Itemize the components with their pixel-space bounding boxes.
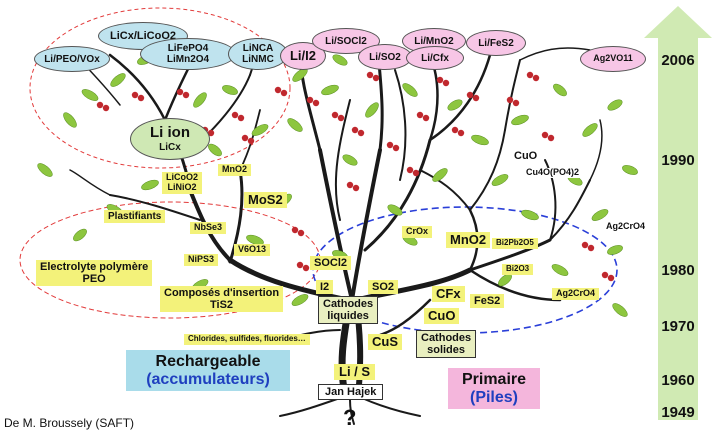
liion-title: Li ion — [150, 124, 190, 142]
label-plastifiants: Plastifiants — [104, 210, 166, 223]
timeline-arrow — [644, 6, 712, 420]
liion-oval: Li ion LiCx — [130, 118, 210, 160]
label-v6o13: V6O13 — [234, 244, 271, 256]
liion-subtitle: LiCx — [159, 141, 181, 153]
tree-cherries — [96, 71, 615, 282]
licoo2-text: LiCoO2 — [166, 172, 199, 182]
label-question-mark: ? — [343, 405, 357, 430]
label-cathodes-liquides: Cathodes liquides — [318, 296, 379, 325]
liion-ellipse — [29, 7, 291, 169]
label-chlorides: Chlorides, sulfides, fluorides… — [184, 334, 310, 345]
label-li-s: Li / S — [334, 364, 376, 381]
year-1980: 1980 — [661, 262, 695, 279]
year-1949: 1949 — [661, 404, 695, 421]
legend-primaire-line1: Primaire — [461, 371, 527, 388]
label-socl2: SOCl2 — [310, 256, 352, 271]
label-nips3: NiPS3 — [184, 254, 219, 266]
electrolyte-line1: Electrolyte polymère — [40, 261, 149, 273]
year-1960: 1960 — [661, 372, 695, 389]
credit-text: De M. Broussely (SAFT) — [4, 416, 135, 430]
label-bi2pb2o5: Bi2Pb2O5 — [492, 238, 538, 249]
oval-li-cfx: Li/Cfx — [406, 46, 464, 70]
linmc-text: LiNMC — [242, 54, 274, 65]
legend-rechargeable-line1: Rechargeable — [155, 353, 261, 370]
label-cathodes-solides: Cathodes solides — [416, 330, 477, 359]
cathodes-solides-line1: Cathodes — [421, 332, 472, 344]
label-ag2cro4-low: Ag2CrO4 — [552, 288, 600, 300]
label-licoo2-linio2: LiCoO2 LiNiO2 — [162, 172, 203, 194]
legend-rechargeable: Rechargeable (accumulateurs) — [126, 350, 290, 392]
label-cuo-bottom: CuO — [424, 308, 460, 325]
oval-lifepo4-limn2o4: LiFePO4 LiMn2O4 — [140, 38, 236, 70]
label-cfx: CFx — [432, 286, 465, 303]
label-crox: CrOx — [402, 226, 433, 238]
cathodes-liquides-line1: Cathodes — [323, 298, 374, 310]
legend-primaire-line2: (Piles) — [469, 388, 518, 406]
label-jan-hajek: Jan Hajek — [318, 384, 384, 401]
linio2-text: LiNiO2 — [167, 181, 197, 192]
electrolyte-line2: PEO — [82, 273, 106, 286]
composes-line2: TiS2 — [210, 299, 234, 312]
year-1990: 1990 — [661, 152, 695, 169]
label-cu4o: Cu4O(PO4)2 — [524, 167, 582, 178]
label-i2: I2 — [316, 280, 334, 295]
limn2o4-text: LiMn2O4 — [166, 54, 210, 65]
label-mno2-big: MnO2 — [446, 232, 491, 249]
label-cus: CuS — [368, 334, 402, 351]
legend-rechargeable-line2: (accumulateurs) — [146, 370, 270, 388]
linca-text: LiNCA — [242, 43, 274, 54]
composes-line1: Composés d'insertion — [164, 287, 280, 299]
oval-li-peo-vox: Li/PEO/VOx — [34, 46, 110, 72]
cathodes-solides-line2: solides — [427, 344, 466, 357]
label-mos2: MoS2 — [244, 192, 287, 209]
cathodes-liquides-line2: liquides — [327, 310, 369, 323]
label-fes2: FeS2 — [470, 294, 505, 309]
label-so2: SO2 — [368, 280, 399, 295]
label-cuo-top: CuO — [512, 150, 540, 163]
label-electrolyte: Electrolyte polymère PEO — [36, 260, 153, 287]
label-bi2o3: Bi2O3 — [502, 264, 534, 275]
label-mno2-small: MnO2 — [218, 164, 252, 176]
label-composes: Composés d'insertion TiS2 — [160, 286, 284, 313]
oval-ag2vo: Ag2VO11 — [580, 46, 646, 72]
legend-primaire: Primaire (Piles) — [448, 368, 540, 410]
oval-li-so2: Li/SO2 — [358, 44, 412, 70]
label-ag2cro4-right: Ag2CrO4 — [604, 221, 648, 232]
year-2006: 2006 — [661, 52, 695, 69]
oval-li-fes2: Li/FeS2 — [466, 30, 526, 56]
lifepo4-text: LiFePO4 — [167, 43, 209, 54]
label-nbse3: NbSe3 — [190, 222, 227, 234]
oval-linca-linmc: LiNCA LiNMC — [228, 38, 288, 70]
year-1970: 1970 — [661, 318, 695, 335]
